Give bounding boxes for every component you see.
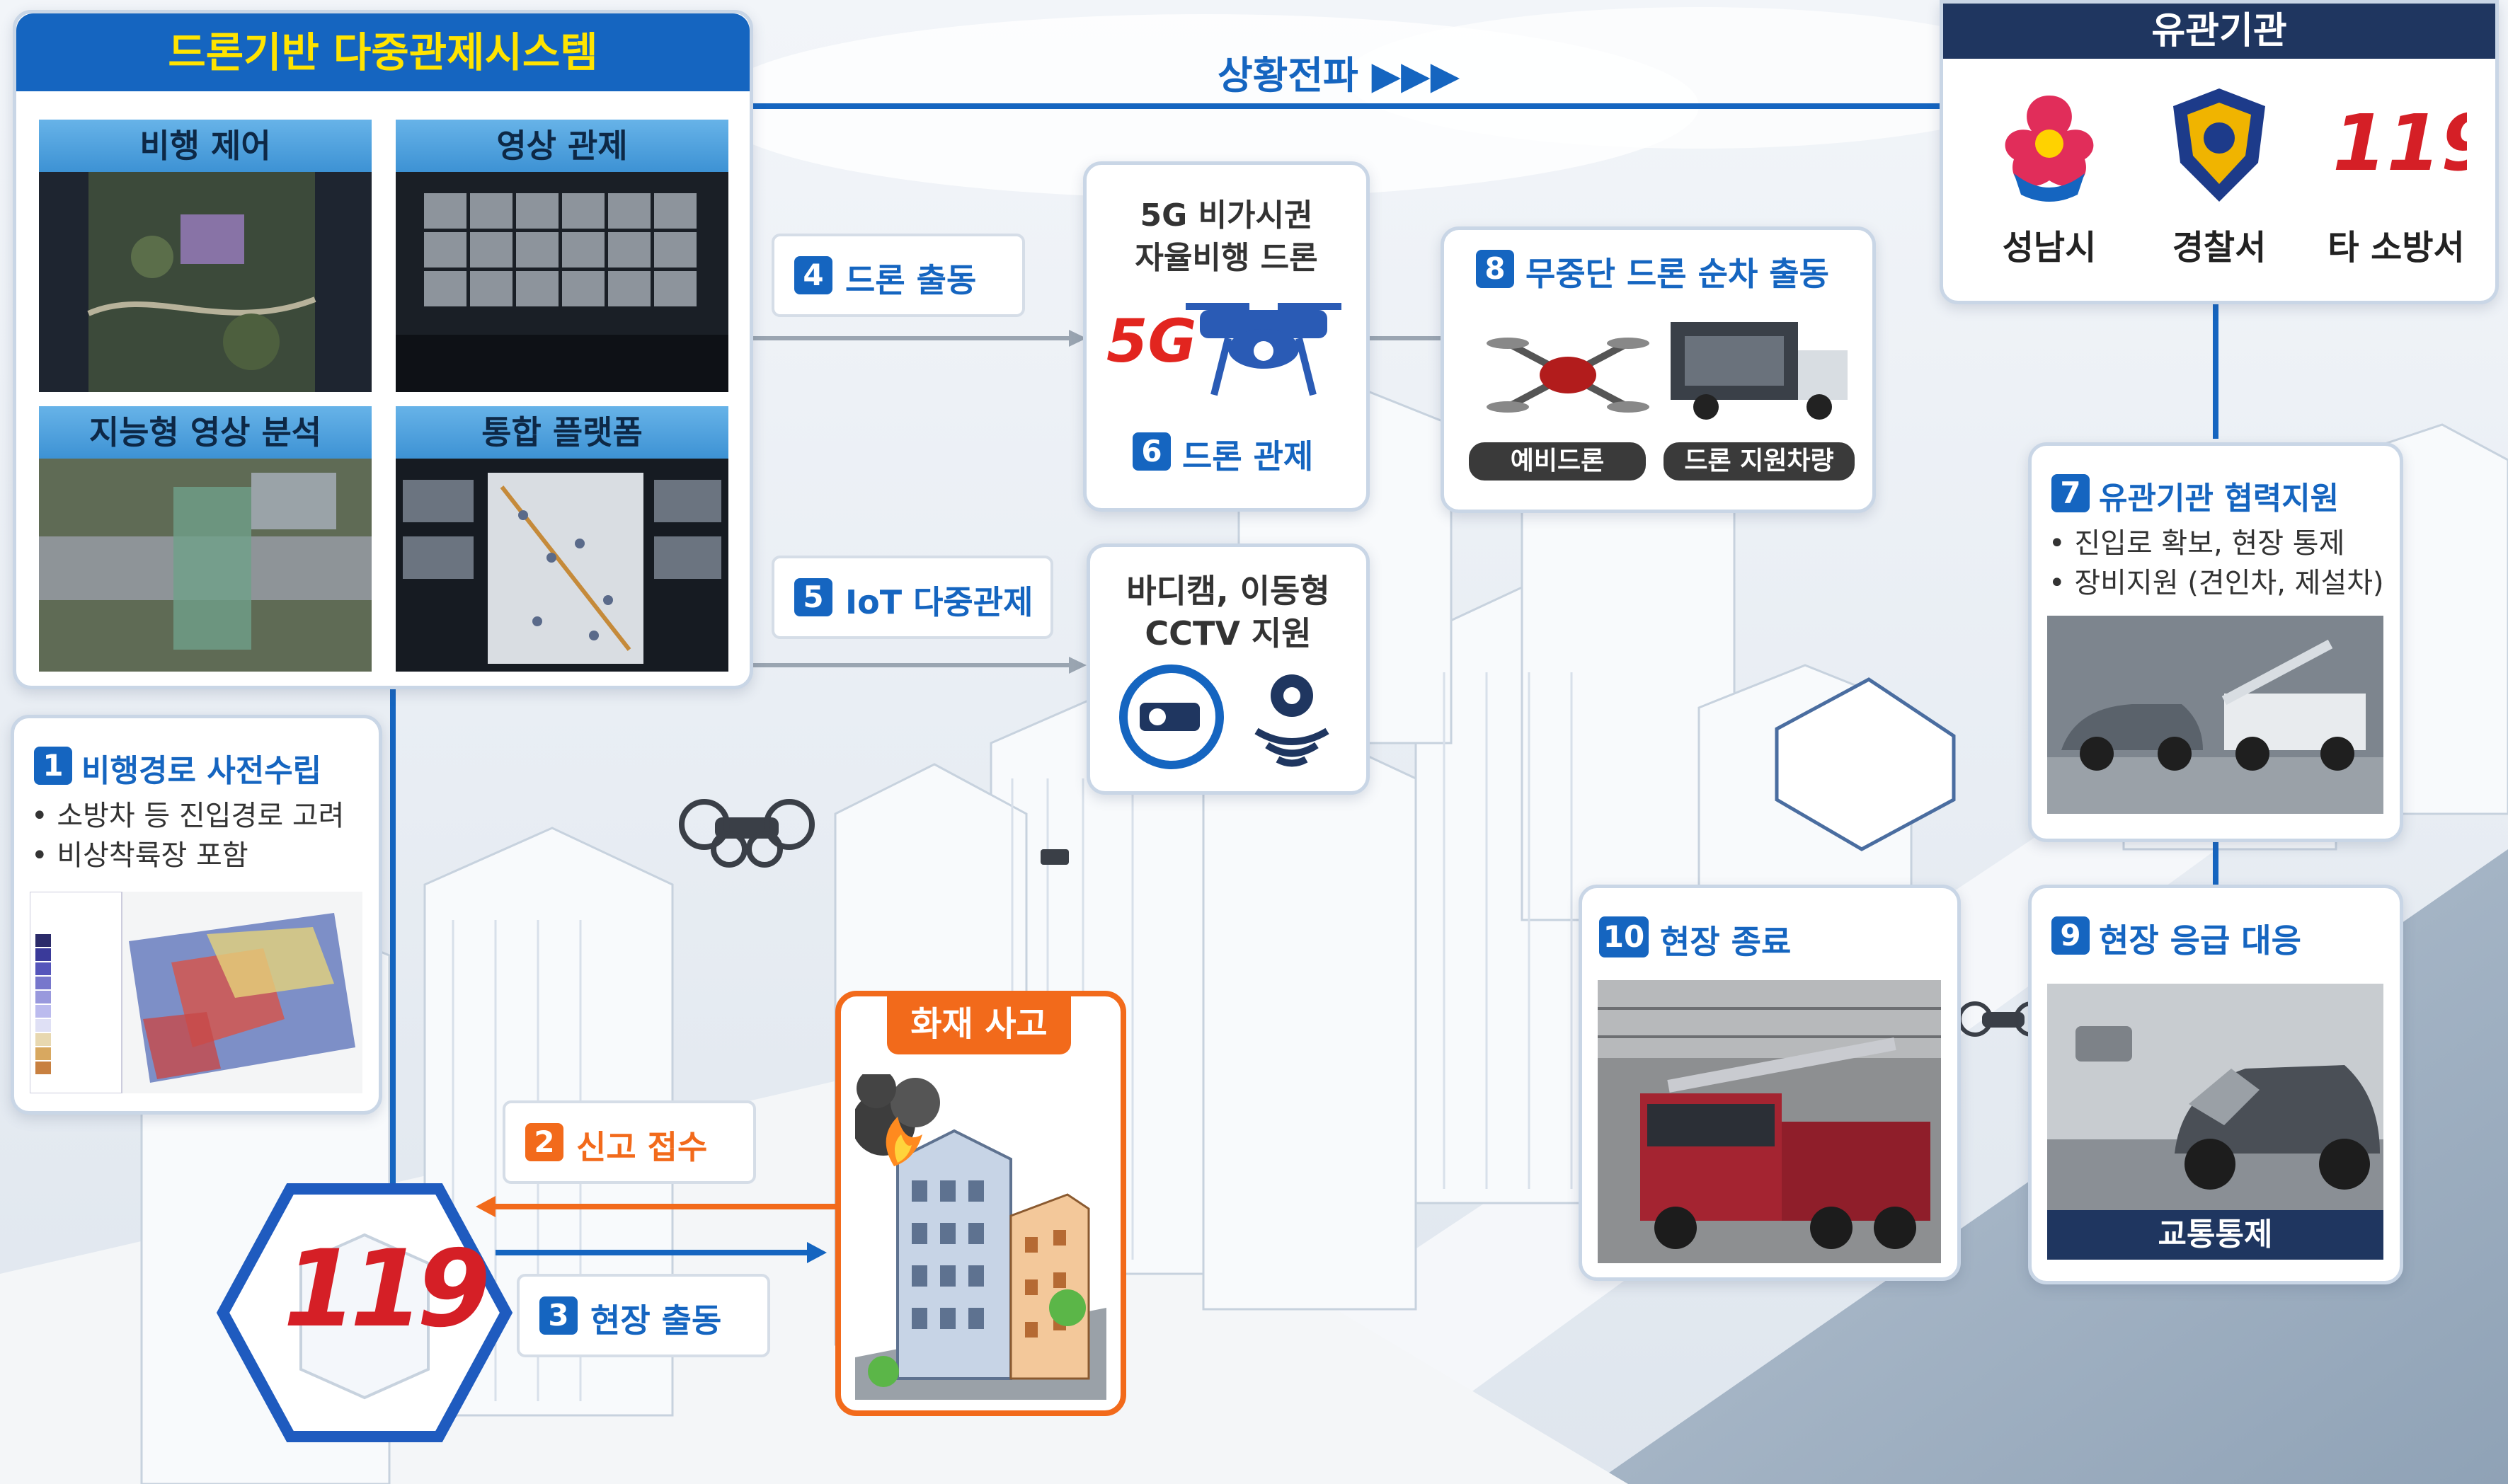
multi-control-system-panel: 드론기반 다중관제시스템 비행 제어 영상 관제 지능형 xyxy=(13,10,753,689)
satellite-map-icon xyxy=(39,172,372,392)
step-9-emergency-response: 9 현장 응급 대응 교통통제 xyxy=(2028,885,2403,1284)
drone-support-vehicle-icon xyxy=(1671,322,1848,420)
bullet-2: • 비상착륙장 포함 xyxy=(31,839,248,872)
step-title: 유관기관 협력지원 xyxy=(2099,481,2340,517)
step-3-field-dispatch: 3 현장 출동 xyxy=(517,1274,770,1357)
svg-text:119: 119 xyxy=(2332,98,2467,188)
system-title: 드론기반 다중관제시스템 xyxy=(16,13,750,91)
step-title: 신고 접수 xyxy=(576,1128,708,1166)
situation-propagation-label: 상황전파 ▶▶▶ xyxy=(1218,53,1460,98)
bullet-2: • 장비지원 (견인차, 제설차) xyxy=(2049,567,2384,599)
bullet-1: • 진입로 확보, 현장 통제 xyxy=(2049,527,2345,560)
tile-flight-control[interactable]: 비행 제어 xyxy=(39,120,372,392)
step-title: IoT 다중관제 xyxy=(845,583,1033,621)
step-title: 현장 응급 대응 xyxy=(2099,921,2301,960)
step-title: 현장 출동 xyxy=(590,1301,722,1340)
fire-incident-title: 화재 사고 xyxy=(887,994,1071,1054)
support-vehicle-label: 드론 지원차량 xyxy=(1664,442,1855,481)
cctv-camera-icon xyxy=(1119,665,1224,769)
step-5-iot-multi-control: 5 IoT 다중관제 xyxy=(772,556,1053,639)
step-title: 현장 종료 xyxy=(1660,923,1792,961)
seongnam-city-emblem-icon xyxy=(2005,96,2094,202)
step-1-flight-route-planning: 1 비행경로 사전수립 • 소방차 등 진입경로 고려 • 비상착륙장 포함 xyxy=(11,715,382,1115)
step-number: 1 xyxy=(34,747,72,785)
step-6-title: 드론 관제 xyxy=(1182,437,1314,476)
bodycam-cctv-box: 바디캠, 이동형 CCTV 지원 xyxy=(1087,543,1370,795)
step-number: 4 xyxy=(794,256,832,294)
119-fire-logo-icon: 119 xyxy=(2332,98,2467,188)
fire-incident-box: 화재 사고 xyxy=(835,991,1126,1416)
iot-box-title-1: 바디캠, 이동형 xyxy=(1126,572,1330,610)
tow-truck-photo xyxy=(2047,616,2383,814)
step-10-field-closure: 10 현장 종료 xyxy=(1579,885,1961,1281)
aerial-analysis-icon xyxy=(39,459,372,672)
step-number: 5 xyxy=(794,578,832,616)
body-camera-icon xyxy=(1254,674,1329,767)
step-7-agency-cooperation: 7 유관기관 협력지원 • 진입로 확보, 현장 통제 • 장비지원 (견인차,… xyxy=(2028,442,2403,842)
drone-box-title-2: 자율비행 드론 xyxy=(1135,240,1318,276)
step-number: 3 xyxy=(539,1296,578,1335)
spare-drone-icon xyxy=(1487,338,1649,413)
spare-drone-label: 예비드론 xyxy=(1469,442,1646,481)
traffic-control-caption: 교통통제 xyxy=(2047,1210,2383,1260)
tile-intelligent-video-analysis[interactable]: 지능형 영상 분석 xyxy=(39,406,372,672)
tile-title: 지능형 영상 분석 xyxy=(39,406,372,459)
step-title: 비행경로 사전수립 xyxy=(81,753,322,789)
119-fire-station-hex xyxy=(216,1183,513,1442)
police-badge-icon xyxy=(2173,88,2265,202)
tile-video-control[interactable]: 영상 관제 xyxy=(396,120,728,392)
video-wall-icon xyxy=(396,172,728,392)
route-heatmap-photo xyxy=(30,892,362,1093)
step-6-number: 6 xyxy=(1133,432,1171,471)
tile-title: 비행 제어 xyxy=(39,120,372,172)
agencies-title: 유관기관 xyxy=(1943,4,2495,59)
agency-label-fire-station: 타 소방서 xyxy=(2327,228,2465,268)
agency-label-seongnam: 성남시 xyxy=(2002,228,2097,268)
drone-icon xyxy=(1186,303,1341,396)
tile-title: 통합 플랫폼 xyxy=(396,406,728,459)
step-title: 드론 출동 xyxy=(845,261,977,299)
step-number: 8 xyxy=(1476,250,1514,288)
related-agencies-panel: 유관기관 119 성남시 경찰서 타 소방서 xyxy=(1940,0,2499,304)
step-2-report-received: 2 신고 접수 xyxy=(503,1100,756,1184)
step-number: 10 xyxy=(1599,916,1649,957)
step-number: 7 xyxy=(2051,474,2090,512)
step-number: 9 xyxy=(2051,916,2090,955)
agency-label-police: 경찰서 xyxy=(2172,228,2267,268)
car-crash-photo xyxy=(2047,984,2383,1210)
5g-badge: 5G xyxy=(1106,306,1197,376)
tile-title: 영상 관제 xyxy=(396,120,728,172)
bullet-1: • 소방차 등 진입경로 고려 xyxy=(31,800,345,832)
tile-integrated-platform[interactable]: 통합 플랫폼 xyxy=(396,406,728,672)
iot-box-title-2: CCTV 지원 xyxy=(1145,614,1312,652)
platform-map-icon xyxy=(396,459,728,672)
drone-box-title-1: 5G 비가시권 xyxy=(1140,197,1313,234)
5g-drone-box: 5G 비가시권 자율비행 드론 5G 6 드론 관제 xyxy=(1083,161,1370,512)
step-4-drone-dispatch: 4 드론 출동 xyxy=(772,234,1025,317)
step-number: 2 xyxy=(525,1123,563,1161)
step-8-continuous-drone-dispatch: 8 무중단 드론 순차 출동 예비드론 드론 지원차량 xyxy=(1441,226,1876,513)
fire-truck-photo xyxy=(1598,980,1941,1263)
119-logo: 119 xyxy=(283,1228,491,1351)
burning-building-icon xyxy=(855,1074,1106,1400)
step-title: 무중단 드론 순차 출동 xyxy=(1525,255,1829,293)
